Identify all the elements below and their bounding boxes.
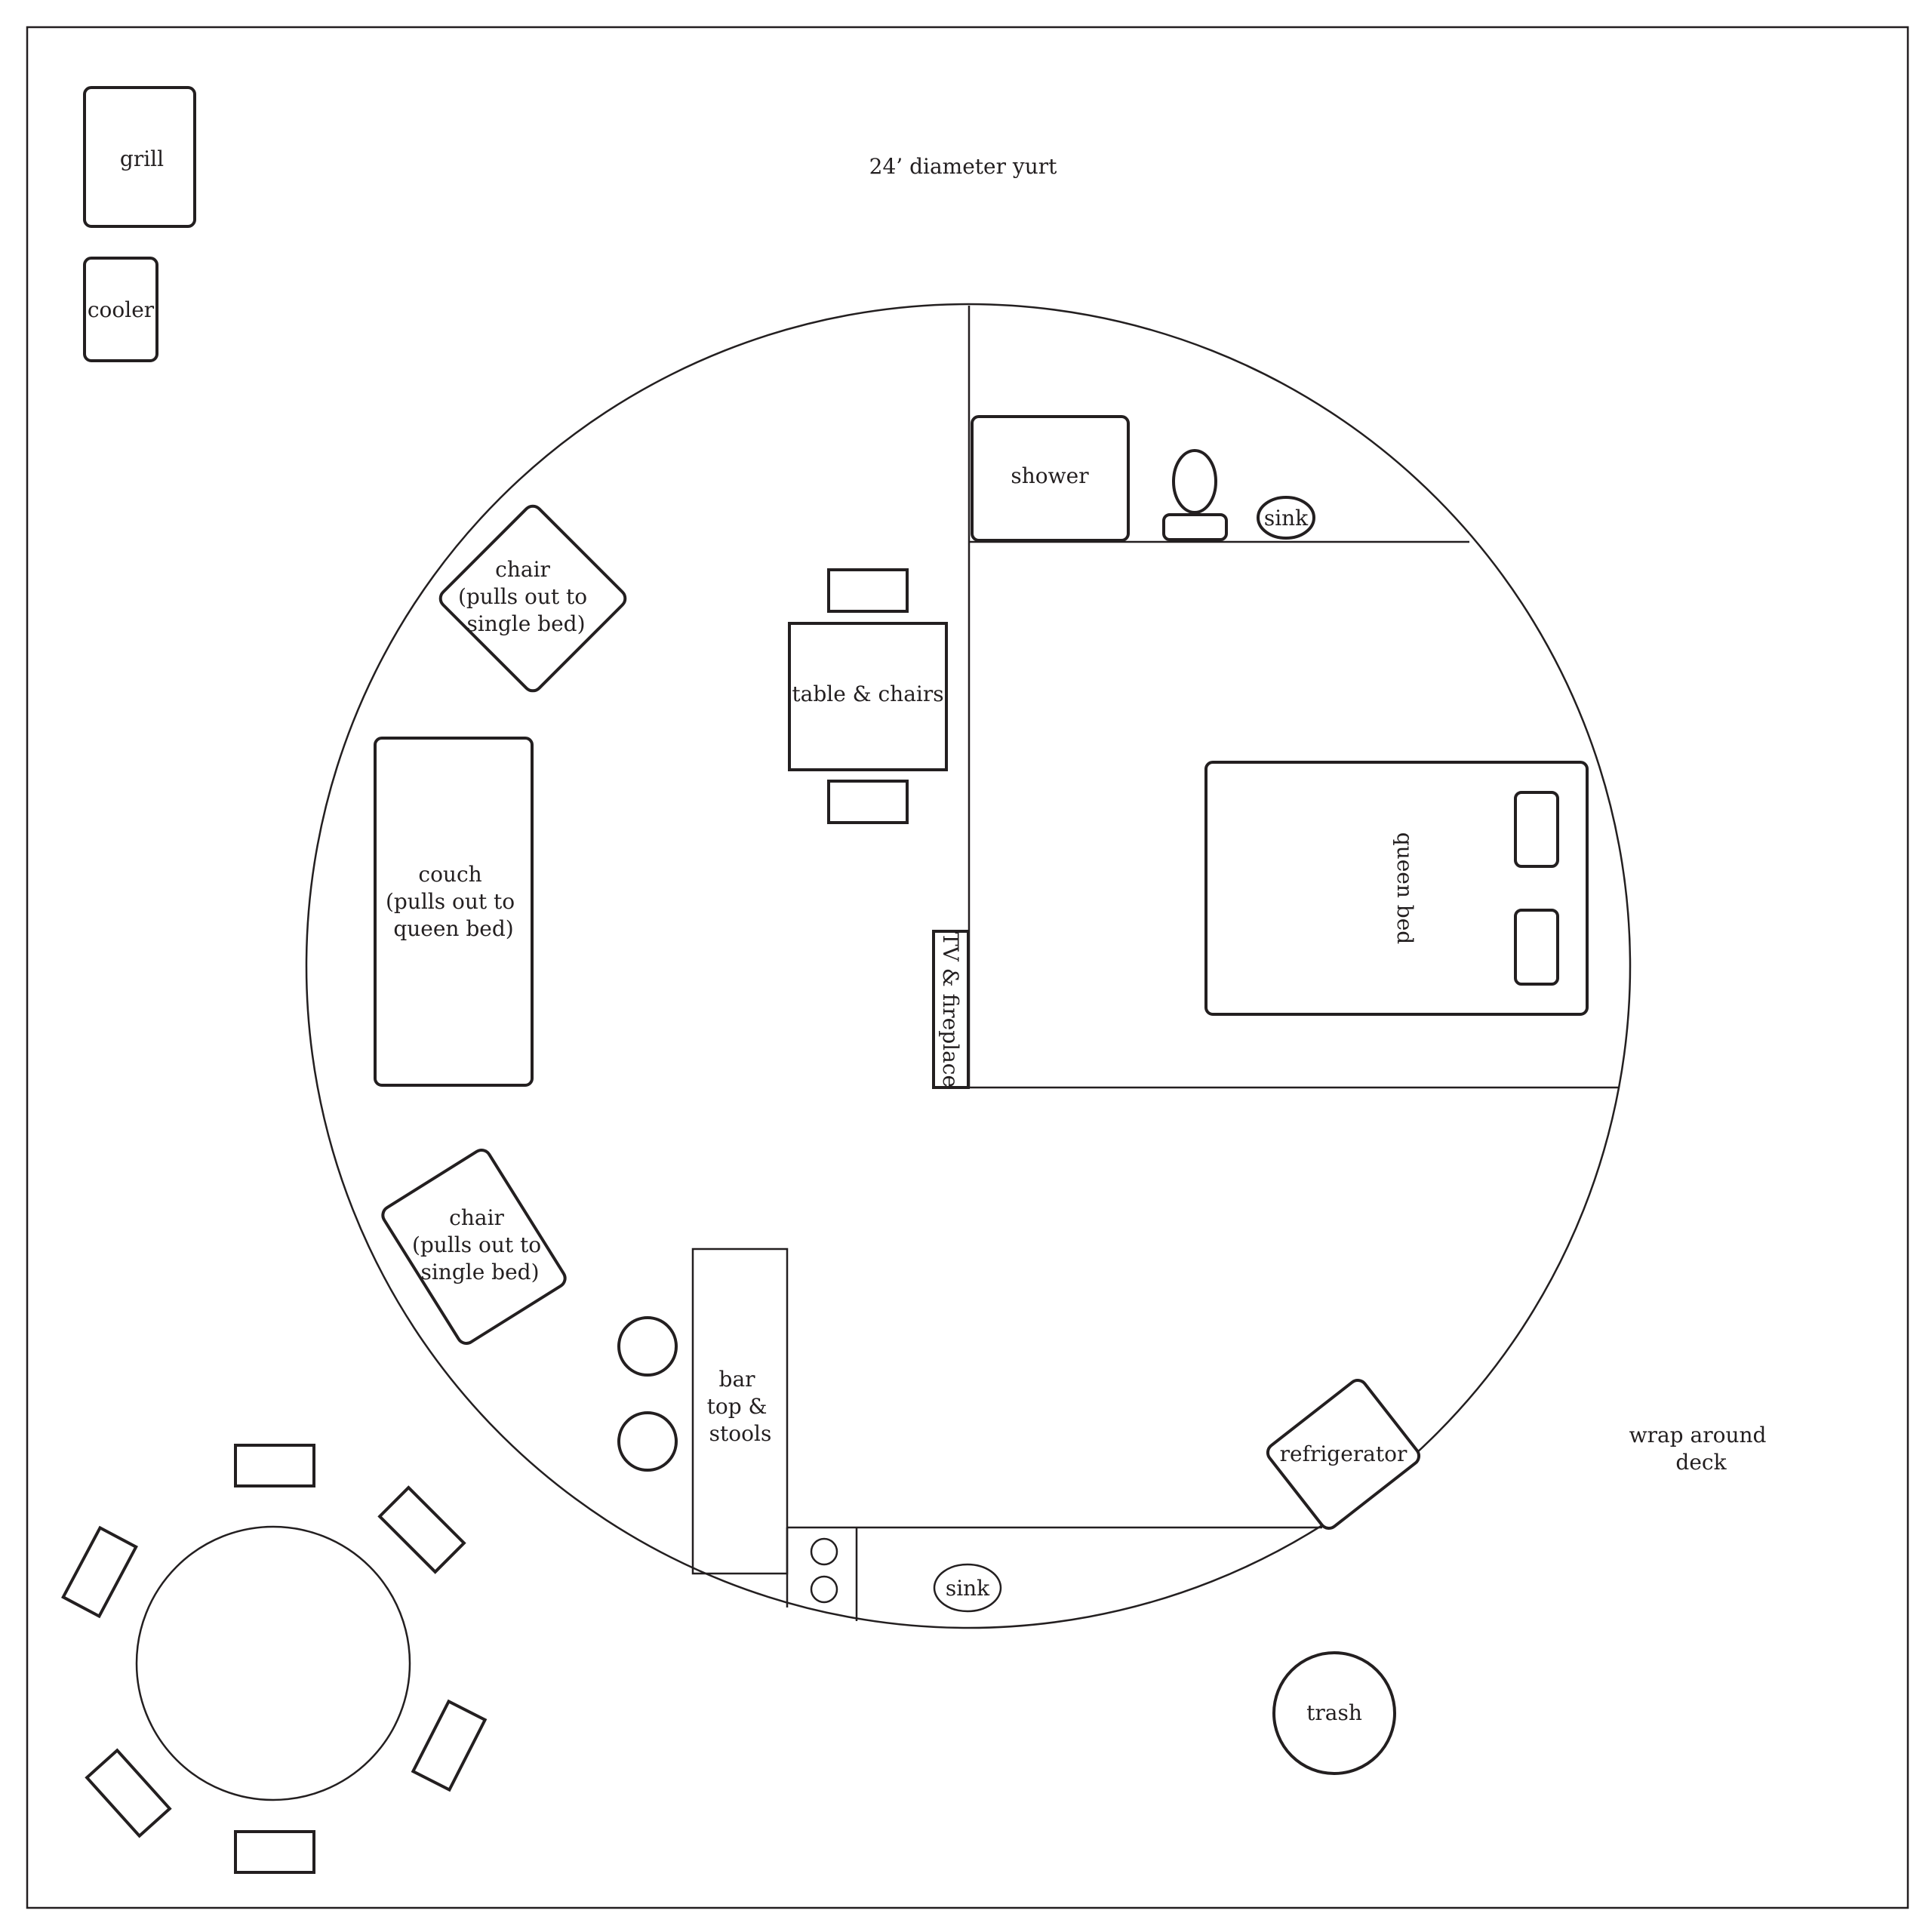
bar-label: bar top & stools (707, 1367, 774, 1446)
table (788, 622, 948, 771)
yurt-wall (305, 303, 1632, 1629)
deck-label-line: deck (1675, 1450, 1727, 1475)
tv-fireplace-label: TV & fireplace (938, 932, 963, 1088)
refrigerator (1266, 1379, 1421, 1530)
chair-top-label-line: (pulls out to (458, 584, 587, 609)
pillow (1514, 909, 1559, 986)
deck-label: wrap around deck (1629, 1423, 1774, 1475)
shower (971, 415, 1130, 542)
bar-label-line: stools (709, 1421, 772, 1446)
refrigerator-label: refrigerator (1280, 1441, 1407, 1466)
queen-bed (1204, 761, 1589, 1016)
table-label: table & chairs (792, 681, 943, 706)
bar-stool (617, 1411, 678, 1472)
pillow (1514, 791, 1559, 868)
table-chair-bottom (827, 780, 909, 824)
shower-label: shower (1011, 463, 1089, 488)
chair-bottom (381, 1149, 567, 1345)
outdoor-chair (234, 1444, 315, 1487)
bar-label-line: bar (719, 1367, 756, 1392)
cooler (83, 257, 158, 362)
outdoor-chair (61, 1525, 138, 1619)
chair-top (438, 504, 627, 693)
grill-label: grill (120, 146, 164, 171)
chair-bottom-label: chair (pulls out to single bed) (412, 1205, 548, 1284)
couch-label: couch (pulls out to queen bed) (386, 862, 521, 941)
couch-label-line: (pulls out to (386, 889, 515, 914)
chair-top-label-line: single bed) (466, 611, 585, 636)
outdoor-chair (234, 1830, 315, 1874)
outdoor-chair (85, 1748, 172, 1838)
deck-border (26, 26, 1909, 1909)
chair-bottom-label-line: (pulls out to (412, 1232, 541, 1257)
trash-bin (1272, 1651, 1396, 1775)
tv-fireplace (932, 930, 970, 1089)
toilet-tank (1162, 513, 1228, 541)
couch (374, 737, 534, 1087)
table-chair-top (827, 568, 909, 613)
chair-top-label: chair (pulls out to single bed) (458, 557, 594, 636)
chair-bottom-label-line: single bed) (420, 1260, 539, 1284)
plan-title: 24’ diameter yurt (869, 154, 1057, 179)
couch-label-line: couch (418, 862, 481, 887)
outdoor-chair (411, 1699, 488, 1792)
queen-bed-label: queen bed (1392, 832, 1417, 945)
stove-burner (810, 1575, 838, 1604)
toilet-bowl (1172, 449, 1217, 514)
trash-label: trash (1306, 1700, 1362, 1725)
bathroom-sink-label: sink (1264, 506, 1309, 531)
grill (83, 86, 196, 228)
stove-burner (810, 1537, 838, 1566)
bar-top (691, 1247, 789, 1575)
couch-label-line: queen bed) (393, 916, 513, 941)
bar-stool (617, 1316, 678, 1377)
kitchen-sink-label: sink (946, 1576, 990, 1601)
deck-label-line: wrap around (1629, 1423, 1767, 1447)
outdoor-chair (377, 1485, 466, 1574)
chair-bottom-label-line: chair (449, 1205, 504, 1230)
chair-top-label-line: chair (495, 557, 550, 582)
bathroom-sink (1257, 496, 1315, 540)
kitchen-sink (933, 1563, 1002, 1613)
bar-label-line: top & (707, 1394, 768, 1419)
outdoor-table (135, 1525, 411, 1801)
cooler-label: cooler (88, 297, 155, 322)
